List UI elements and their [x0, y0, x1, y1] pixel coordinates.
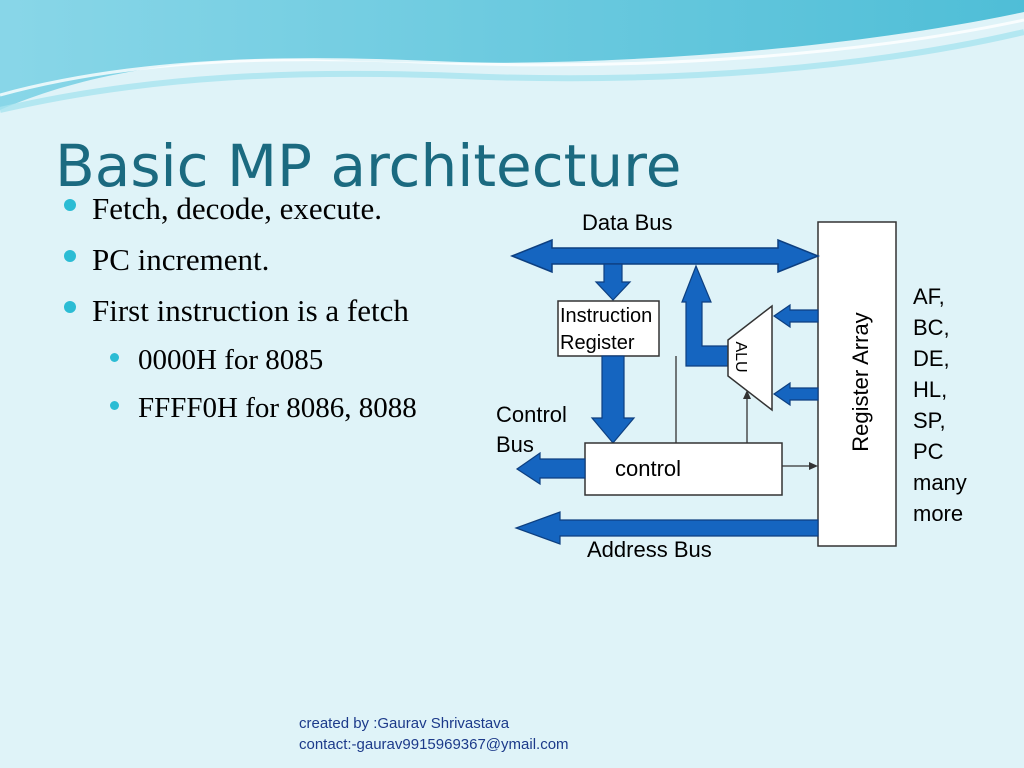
- sub-bullet-8086: FFFF0H for 8086, 8088: [102, 387, 442, 429]
- reg-to-alu-arrow-bottom: [772, 381, 819, 407]
- control-box: [584, 442, 783, 496]
- register-many: many: [913, 470, 967, 495]
- control-bus-label-1: Control: [496, 402, 567, 427]
- register-array-box: [817, 221, 897, 547]
- register-array-label: Register Array: [848, 312, 873, 451]
- bullet-pc-increment: PC increment.: [62, 237, 442, 282]
- instruction-register-label-2: Register: [560, 332, 635, 354]
- ir-to-control-arrow: [590, 355, 636, 444]
- bullet-fetch-decode: Fetch, decode, execute.: [62, 186, 442, 231]
- register-bc: BC,: [913, 315, 950, 340]
- register-sp: SP,: [913, 408, 946, 433]
- data-bus-label: Data Bus: [582, 210, 673, 235]
- address-bus-label: Address Bus: [587, 537, 712, 562]
- bullet-list: Fetch, decode, execute. PC increment. Fi…: [62, 186, 442, 435]
- reg-to-alu-arrow-top: [772, 303, 819, 329]
- control-to-alu-arrowhead: [743, 390, 751, 399]
- alu-label: ALU: [732, 341, 749, 372]
- footer-created-by: created by :Gaurav Shrivastava: [299, 715, 510, 732]
- address-bus-arrow: [514, 511, 819, 545]
- footer: created by :Gaurav Shrivastava contact:-…: [299, 713, 569, 755]
- bullet-first-instruction: First instruction is a fetch: [62, 288, 442, 333]
- footer-contact: contact:-gaurav9915969367@ymail.com: [299, 736, 569, 753]
- register-pc: PC: [913, 439, 944, 464]
- register-af: AF,: [913, 284, 945, 309]
- slide-title: Basic MP architecture: [55, 132, 682, 200]
- sub-bullet-8085: 0000H for 8085: [102, 339, 442, 381]
- instruction-register-box: [557, 300, 660, 357]
- instruction-register-label-1: Instruction: [560, 305, 652, 327]
- register-de: DE,: [913, 346, 950, 371]
- alu-shape: [727, 304, 773, 412]
- control-bus-label-2: Bus: [496, 432, 534, 457]
- register-more: more: [913, 501, 963, 526]
- control-label: control: [615, 456, 681, 481]
- bus-to-ir-arrow: [594, 263, 632, 301]
- register-hl: HL,: [913, 377, 947, 402]
- control-bus-arrow: [515, 451, 586, 486]
- alu-to-bus-arrow: [681, 264, 739, 367]
- data-bus-arrow: [509, 238, 821, 274]
- control-to-reg-arrowhead: [809, 462, 818, 470]
